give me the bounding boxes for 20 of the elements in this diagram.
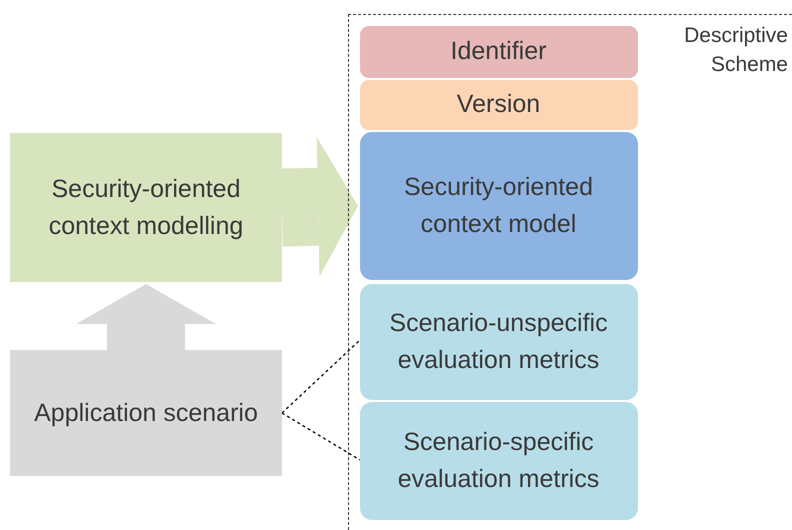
box-label: Scenario-specific evaluation metrics: [396, 427, 600, 494]
section-box: [360, 402, 638, 520]
connector-line: [282, 412, 360, 461]
process-box: [10, 133, 282, 282]
box-label: Security-oriented context modelling: [48, 174, 244, 242]
box-label: Security-oriented context model: [403, 172, 594, 240]
section-box: [360, 80, 638, 130]
box-label: Scenario-unspecific evaluation metrics: [388, 308, 609, 376]
block-arrow: [76, 284, 216, 350]
section-box: [360, 26, 638, 78]
process-box: [10, 350, 282, 476]
block-arrow: [281, 136, 358, 277]
frame-label: Descriptive Scheme: [683, 23, 788, 78]
box-label: Identifier: [450, 36, 548, 68]
section-box: [360, 284, 638, 400]
connector-line: [282, 340, 360, 414]
scheme-frame: [348, 14, 792, 530]
section-box: [360, 132, 638, 280]
box-label: Version: [456, 89, 542, 120]
box-label: Application scenario: [33, 398, 259, 429]
